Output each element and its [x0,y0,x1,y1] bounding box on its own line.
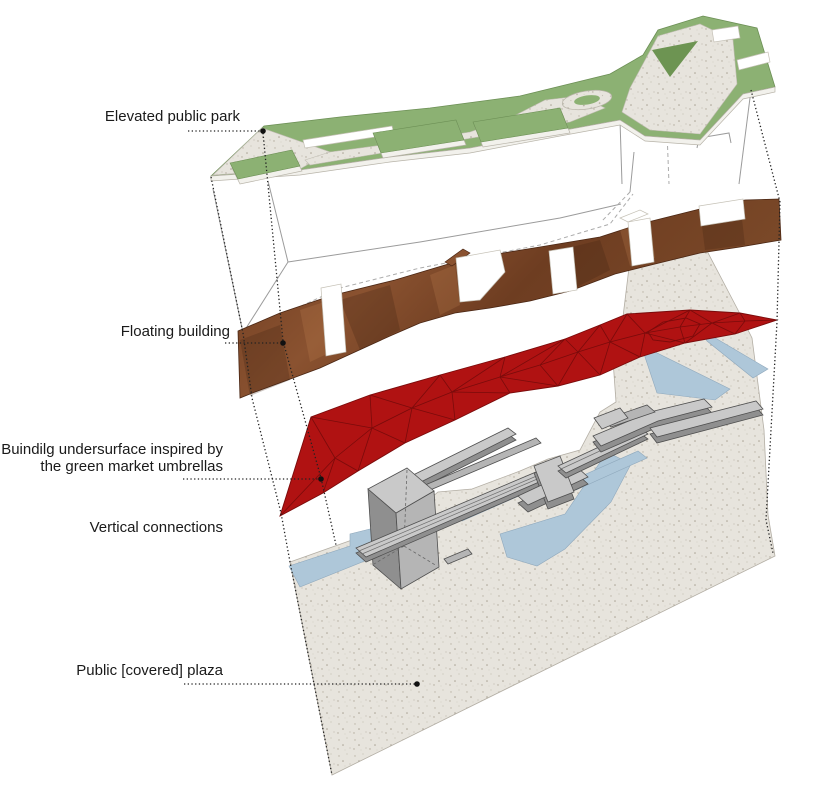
vertical-connections-group [355,398,764,590]
water-sliver-upper [640,344,731,401]
escalator-ramp-long [355,471,547,563]
leader-dot-plaza [414,681,420,687]
elevated-park-layer [209,15,776,185]
leader-dot-undersurface [318,476,324,482]
projection-lines [210,89,781,776]
platform-cab [593,407,629,430]
right-platform-assembly [592,398,764,453]
small-steps [443,548,473,565]
label-public-plaza: Public [covered] plaza [76,662,223,679]
copper-slots [320,198,746,357]
park-head-cut-b [736,51,771,71]
label-elevated-park: Elevated public park [104,108,240,125]
core-box-top-face [367,467,435,514]
label-floating-building: Floating building [120,323,230,340]
label-undersurface-line2: the green market umbrellas [40,458,223,475]
water-chevron [499,451,632,567]
projection-right [750,89,781,554]
park-head-cut-a [711,25,741,43]
park-concrete-head [621,23,738,135]
park-terraces [229,107,571,185]
umbrella-mesh-layer [279,309,779,517]
building-wireframe [212,89,752,334]
park-dark-lawn [652,41,698,77]
mesh-triangulation [279,309,778,517]
platform-wing-top [649,400,764,438]
leader-dot-building [280,340,286,346]
leader-dot-park [260,128,266,134]
projection-left [210,176,333,776]
projection-center [262,132,337,546]
label-vertical-connections: Vertical connections [89,519,223,536]
floating-building-layer [237,198,782,399]
label-leaders [183,128,420,687]
label-undersurface-line1: Buindilg undersurface inspired by [1,441,223,458]
label-undersurface: Buindilg undersurface inspired by the gr… [1,441,223,475]
park-ring-path [561,89,613,111]
mesh-opening-outline [647,317,701,343]
